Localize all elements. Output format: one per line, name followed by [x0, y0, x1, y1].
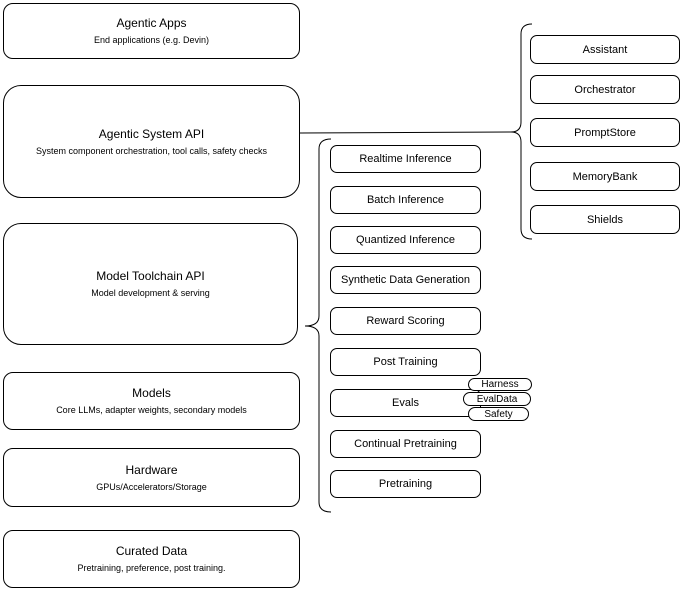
node-label: Assistant [582, 43, 628, 56]
node-label: Batch Inference [366, 194, 445, 206]
tag-label: EvalData [476, 393, 518, 405]
node-subtitle: System component orchestration, tool cal… [35, 145, 268, 156]
node-label: Continual Pretraining [354, 438, 457, 450]
node-label: Reward Scoring [366, 315, 445, 327]
node-shields: Shields [530, 205, 680, 234]
brace-toolchain [304, 138, 332, 513]
node-realtime-inference: Realtime Inference [330, 145, 481, 173]
node-label: Evals [392, 397, 419, 409]
tag-harness: Harness [468, 378, 532, 391]
node-subtitle: Core LLMs, adapter weights, secondary mo… [56, 405, 247, 415]
node-title: Hardware [125, 462, 178, 477]
node-memorybank: MemoryBank [530, 162, 680, 191]
node-title: Agentic Apps [116, 16, 187, 30]
node-agentic-system-api: Agentic System API System component orch… [3, 85, 300, 198]
tag-evaldata: EvalData [463, 392, 531, 406]
node-post-training: Post Training [330, 348, 481, 376]
node-promptstore: PromptStore [530, 118, 680, 147]
node-evals: Evals [330, 389, 481, 417]
node-title: Curated Data [115, 544, 188, 558]
node-label: PromptStore [574, 126, 636, 139]
node-curated-data: Curated Data Pretraining, preference, po… [3, 530, 300, 588]
node-label: Synthetic Data Generation [340, 274, 471, 286]
node-assistant: Assistant [530, 35, 680, 64]
node-model-toolchain-api: Model Toolchain API Model development & … [3, 223, 298, 345]
node-label: Post Training [373, 356, 438, 368]
node-title: Agentic System API [98, 126, 205, 141]
node-subtitle: End applications (e.g. Devin) [93, 35, 210, 45]
node-agentic-apps: Agentic Apps End applications (e.g. Devi… [3, 3, 300, 59]
node-label: Shields [586, 213, 624, 226]
brace-system-components [510, 23, 533, 240]
node-synthetic-data-generation: Synthetic Data Generation [330, 266, 481, 294]
node-pretraining: Pretraining [330, 470, 481, 498]
node-batch-inference: Batch Inference [330, 186, 481, 214]
node-title: Model Toolchain API [96, 269, 205, 283]
node-subtitle: GPUs/Accelerators/Storage [96, 481, 207, 492]
connector-line [299, 131, 512, 134]
node-title: Models [132, 386, 171, 400]
node-orchestrator: Orchestrator [530, 75, 680, 104]
node-subtitle: Model development & serving [91, 288, 210, 298]
node-label: MemoryBank [572, 170, 638, 183]
node-label: Pretraining [378, 478, 433, 490]
node-label: Orchestrator [574, 83, 636, 96]
node-subtitle: Pretraining, preference, post training. [77, 563, 226, 573]
node-continual-pretraining: Continual Pretraining [330, 430, 481, 458]
node-models: Models Core LLMs, adapter weights, secon… [3, 372, 300, 430]
node-hardware: Hardware GPUs/Accelerators/Storage [3, 448, 300, 507]
tag-safety: Safety [468, 407, 529, 421]
node-label: Quantized Inference [355, 234, 456, 246]
tag-label: Harness [481, 379, 519, 390]
node-quantized-inference: Quantized Inference [330, 226, 481, 254]
node-label: Realtime Inference [359, 153, 452, 165]
tag-label: Safety [484, 408, 513, 420]
node-reward-scoring: Reward Scoring [330, 307, 481, 335]
